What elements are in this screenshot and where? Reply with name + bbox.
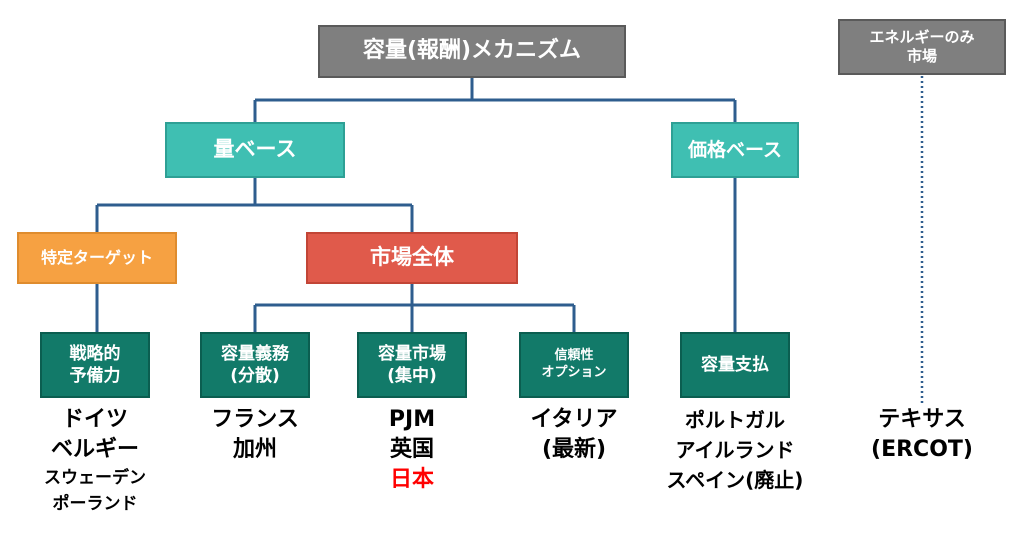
market-wide-label: 市場全体: [370, 245, 454, 270]
targeted-node: 特定ターゲット: [17, 232, 177, 284]
reliability-option-node: 信頼性 オプション: [519, 332, 629, 398]
volume-based-label: 量ベース: [213, 137, 297, 162]
market-wide-node: 市場全体: [306, 232, 518, 284]
country-japan: 日本: [389, 467, 434, 492]
strategic-reserve-line1: 戦略的: [69, 343, 121, 364]
capacity-market-line1: 容量市場: [378, 343, 446, 364]
capacity-obligation-node: 容量義務 (分散): [200, 332, 310, 398]
capacity-obligation-countries: フランス 加州: [175, 405, 335, 465]
energy-only-node: エネルギーのみ 市場: [838, 19, 1006, 75]
capacity-obligation-line1: 容量義務: [221, 343, 289, 364]
country-italy: イタリア: [530, 407, 618, 432]
country-ercot: (ERCOT): [871, 437, 973, 462]
capacity-obligation-line2: (分散): [230, 366, 280, 386]
capacity-payment-node: 容量支払: [680, 332, 790, 398]
country-germany: ドイツ: [61, 407, 128, 432]
capacity-market-line2: (集中): [387, 366, 437, 386]
capacity-market-node: 容量市場 (集中): [357, 332, 467, 398]
country-uk: 英国: [389, 437, 434, 462]
capacity-payment-countries: ポルトガル アイルランド スペイン(廃止): [640, 405, 830, 495]
country-belgium: ベルギー: [50, 437, 139, 462]
capacity-market-countries: PJM 英国 日本: [342, 405, 482, 495]
country-sweden: スウェーデン: [44, 468, 146, 488]
reliability-option-line2: オプション: [541, 365, 607, 380]
country-california: 加州: [232, 437, 277, 462]
strategic-reserve-line2: 予備力: [69, 366, 121, 386]
targeted-label: 特定ターゲット: [40, 247, 153, 267]
country-texas: テキサス: [878, 407, 966, 432]
reliability-option-line1: 信頼性: [554, 348, 594, 364]
country-pjm: PJM: [388, 407, 436, 432]
root-node: 容量(報酬)メカニズム: [318, 25, 626, 78]
energy-only-countries: テキサス (ERCOT): [842, 405, 1002, 465]
country-portugal: ポルトガル: [685, 408, 785, 432]
country-spain: スペイン(廃止): [666, 468, 804, 492]
country-poland: ポーランド: [52, 494, 138, 514]
price-based-label: 価格ベース: [687, 138, 783, 161]
strategic-reserve-countries: ドイツ ベルギー スウェーデン ポーランド: [5, 405, 185, 517]
reliability-option-countries: イタリア (最新): [494, 405, 654, 465]
country-france: フランス: [211, 407, 299, 432]
root-node-label: 容量(報酬)メカニズム: [362, 38, 582, 64]
volume-based-node: 量ベース: [165, 122, 345, 178]
strategic-reserve-node: 戦略的 予備力: [40, 332, 150, 398]
country-italy-note: (最新): [541, 437, 607, 462]
capacity-payment-label: 容量支払: [701, 354, 769, 375]
energy-only-label-line1: エネルギーのみ: [869, 27, 975, 46]
country-ireland: アイルランド: [675, 438, 795, 462]
price-based-node: 価格ベース: [671, 122, 799, 178]
energy-only-label-line2: 市場: [906, 47, 937, 65]
